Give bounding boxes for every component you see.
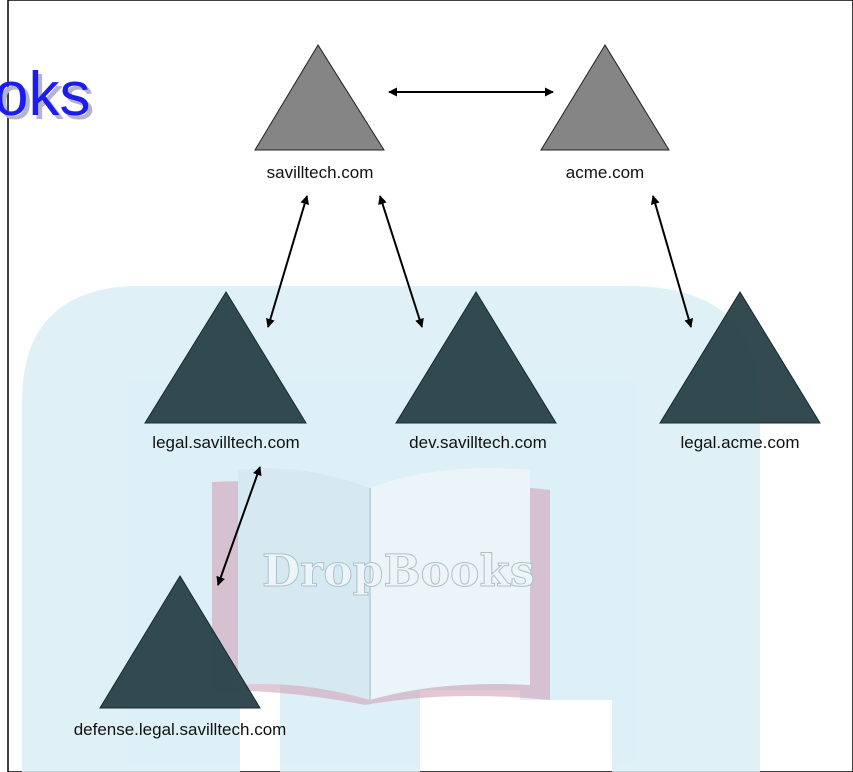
domain-triangle-icon xyxy=(395,291,557,424)
domain-triangle-icon xyxy=(659,291,821,424)
trust-arrow-savilltech-legal xyxy=(265,195,310,328)
domain-triangle-icon xyxy=(254,44,385,151)
slide-border xyxy=(7,0,853,772)
node-legal-savilltech: legal.savilltech.com xyxy=(144,291,307,452)
node-label: defense.legal.savilltech.com xyxy=(74,720,287,739)
logo: oks oks xyxy=(0,60,94,133)
node-defense-legal-savilltech: defense.legal.savilltech.com xyxy=(74,575,287,739)
node-label: legal.acme.com xyxy=(680,433,799,452)
domain-triangle-icon xyxy=(540,44,670,151)
trust-arrow-acme-legal xyxy=(650,195,694,328)
trust-arrow-legal-defense xyxy=(216,466,262,586)
node-label: savilltech.com xyxy=(267,163,374,182)
node-legal-acme: legal.acme.com xyxy=(659,291,821,452)
node-acme: acme.com xyxy=(540,44,670,182)
trust-arrow-savilltech-dev xyxy=(378,195,424,328)
node-label: legal.savilltech.com xyxy=(152,433,299,452)
logo-text: oks xyxy=(0,60,90,129)
node-savilltech: savilltech.com xyxy=(254,44,385,182)
node-label: acme.com xyxy=(566,163,644,182)
domain-triangle-icon xyxy=(99,575,261,709)
watermark-text: DropBooks xyxy=(262,546,535,597)
trust-arrows xyxy=(216,87,694,586)
logo-text-shadow: oks xyxy=(0,64,94,133)
domain-triangle-icon xyxy=(144,291,307,424)
node-dev-savilltech: dev.savilltech.com xyxy=(395,291,557,452)
node-label: dev.savilltech.com xyxy=(409,433,547,452)
